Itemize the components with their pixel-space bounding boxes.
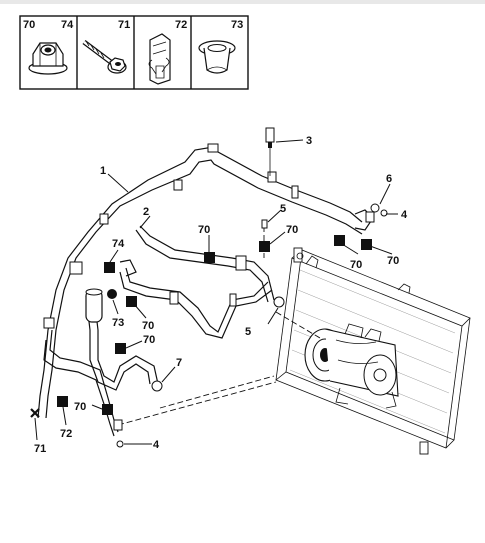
- bolt-icon: [82, 40, 127, 74]
- filled-square-marker: [102, 404, 113, 415]
- legend-code-73: 73: [231, 19, 243, 31]
- top-strip: [0, 0, 485, 4]
- callout-70-e: 70: [142, 320, 154, 332]
- filled-square-marker: [104, 262, 115, 273]
- filled-square-marker: [204, 252, 215, 263]
- callout-71: 71: [34, 443, 46, 455]
- alignment-line-lower: [159, 375, 275, 409]
- callout-4-lower: 4: [153, 439, 160, 451]
- callout-72: 72: [60, 428, 72, 440]
- callout-4-upper: 4: [401, 209, 408, 221]
- callout-70-f: 70: [143, 334, 155, 346]
- cap-4-upper: [380, 209, 388, 217]
- callout-5-lower: 5: [245, 326, 251, 338]
- filled-square-marker: [115, 343, 126, 354]
- cross-marker: [30, 408, 40, 418]
- filled-square-marker: [361, 239, 372, 250]
- callout-73: 73: [112, 317, 124, 329]
- callout-70-a: 70: [198, 224, 210, 236]
- pipe-2: [119, 225, 285, 339]
- ac-compressor-icon: [304, 323, 399, 409]
- valve-5-upper: [261, 219, 268, 229]
- legend-panel: 70 74 71 72 73: [19, 15, 249, 90]
- callout-3: 3: [306, 135, 312, 147]
- legend-code-71: 71: [118, 19, 130, 31]
- pipe-lower-left: [43, 288, 163, 448]
- alignment-line-bottom: [117, 381, 277, 426]
- callout-70-d: 70: [387, 255, 399, 267]
- filled-square-marker: [126, 296, 137, 307]
- callout-70-c: 70: [350, 259, 362, 271]
- legend-code-70: 70: [23, 19, 35, 31]
- legend-code-74: 74: [61, 19, 74, 31]
- callout-74: 74: [112, 238, 125, 250]
- callout-1: 1: [100, 165, 106, 177]
- callout-70-b: 70: [286, 224, 298, 236]
- leader-lines: [34, 139, 398, 445]
- filled-square-marker: [259, 241, 270, 252]
- bush-icon: [198, 40, 236, 74]
- flanged-nut-icon: [28, 42, 68, 75]
- callout-2: 2: [143, 206, 149, 218]
- callout-7: 7: [176, 357, 182, 369]
- cap-6: [370, 203, 380, 213]
- legend-code-72: 72: [175, 19, 187, 31]
- filled-dot-marker: [107, 289, 117, 299]
- callout-5-upper: 5: [280, 203, 286, 215]
- filled-square-marker: [57, 396, 68, 407]
- callout-6: 6: [386, 173, 392, 185]
- pressure-switch: [265, 127, 275, 176]
- filled-square-marker: [334, 235, 345, 246]
- clip-icon: [148, 33, 171, 85]
- callout-70-g: 70: [74, 401, 86, 413]
